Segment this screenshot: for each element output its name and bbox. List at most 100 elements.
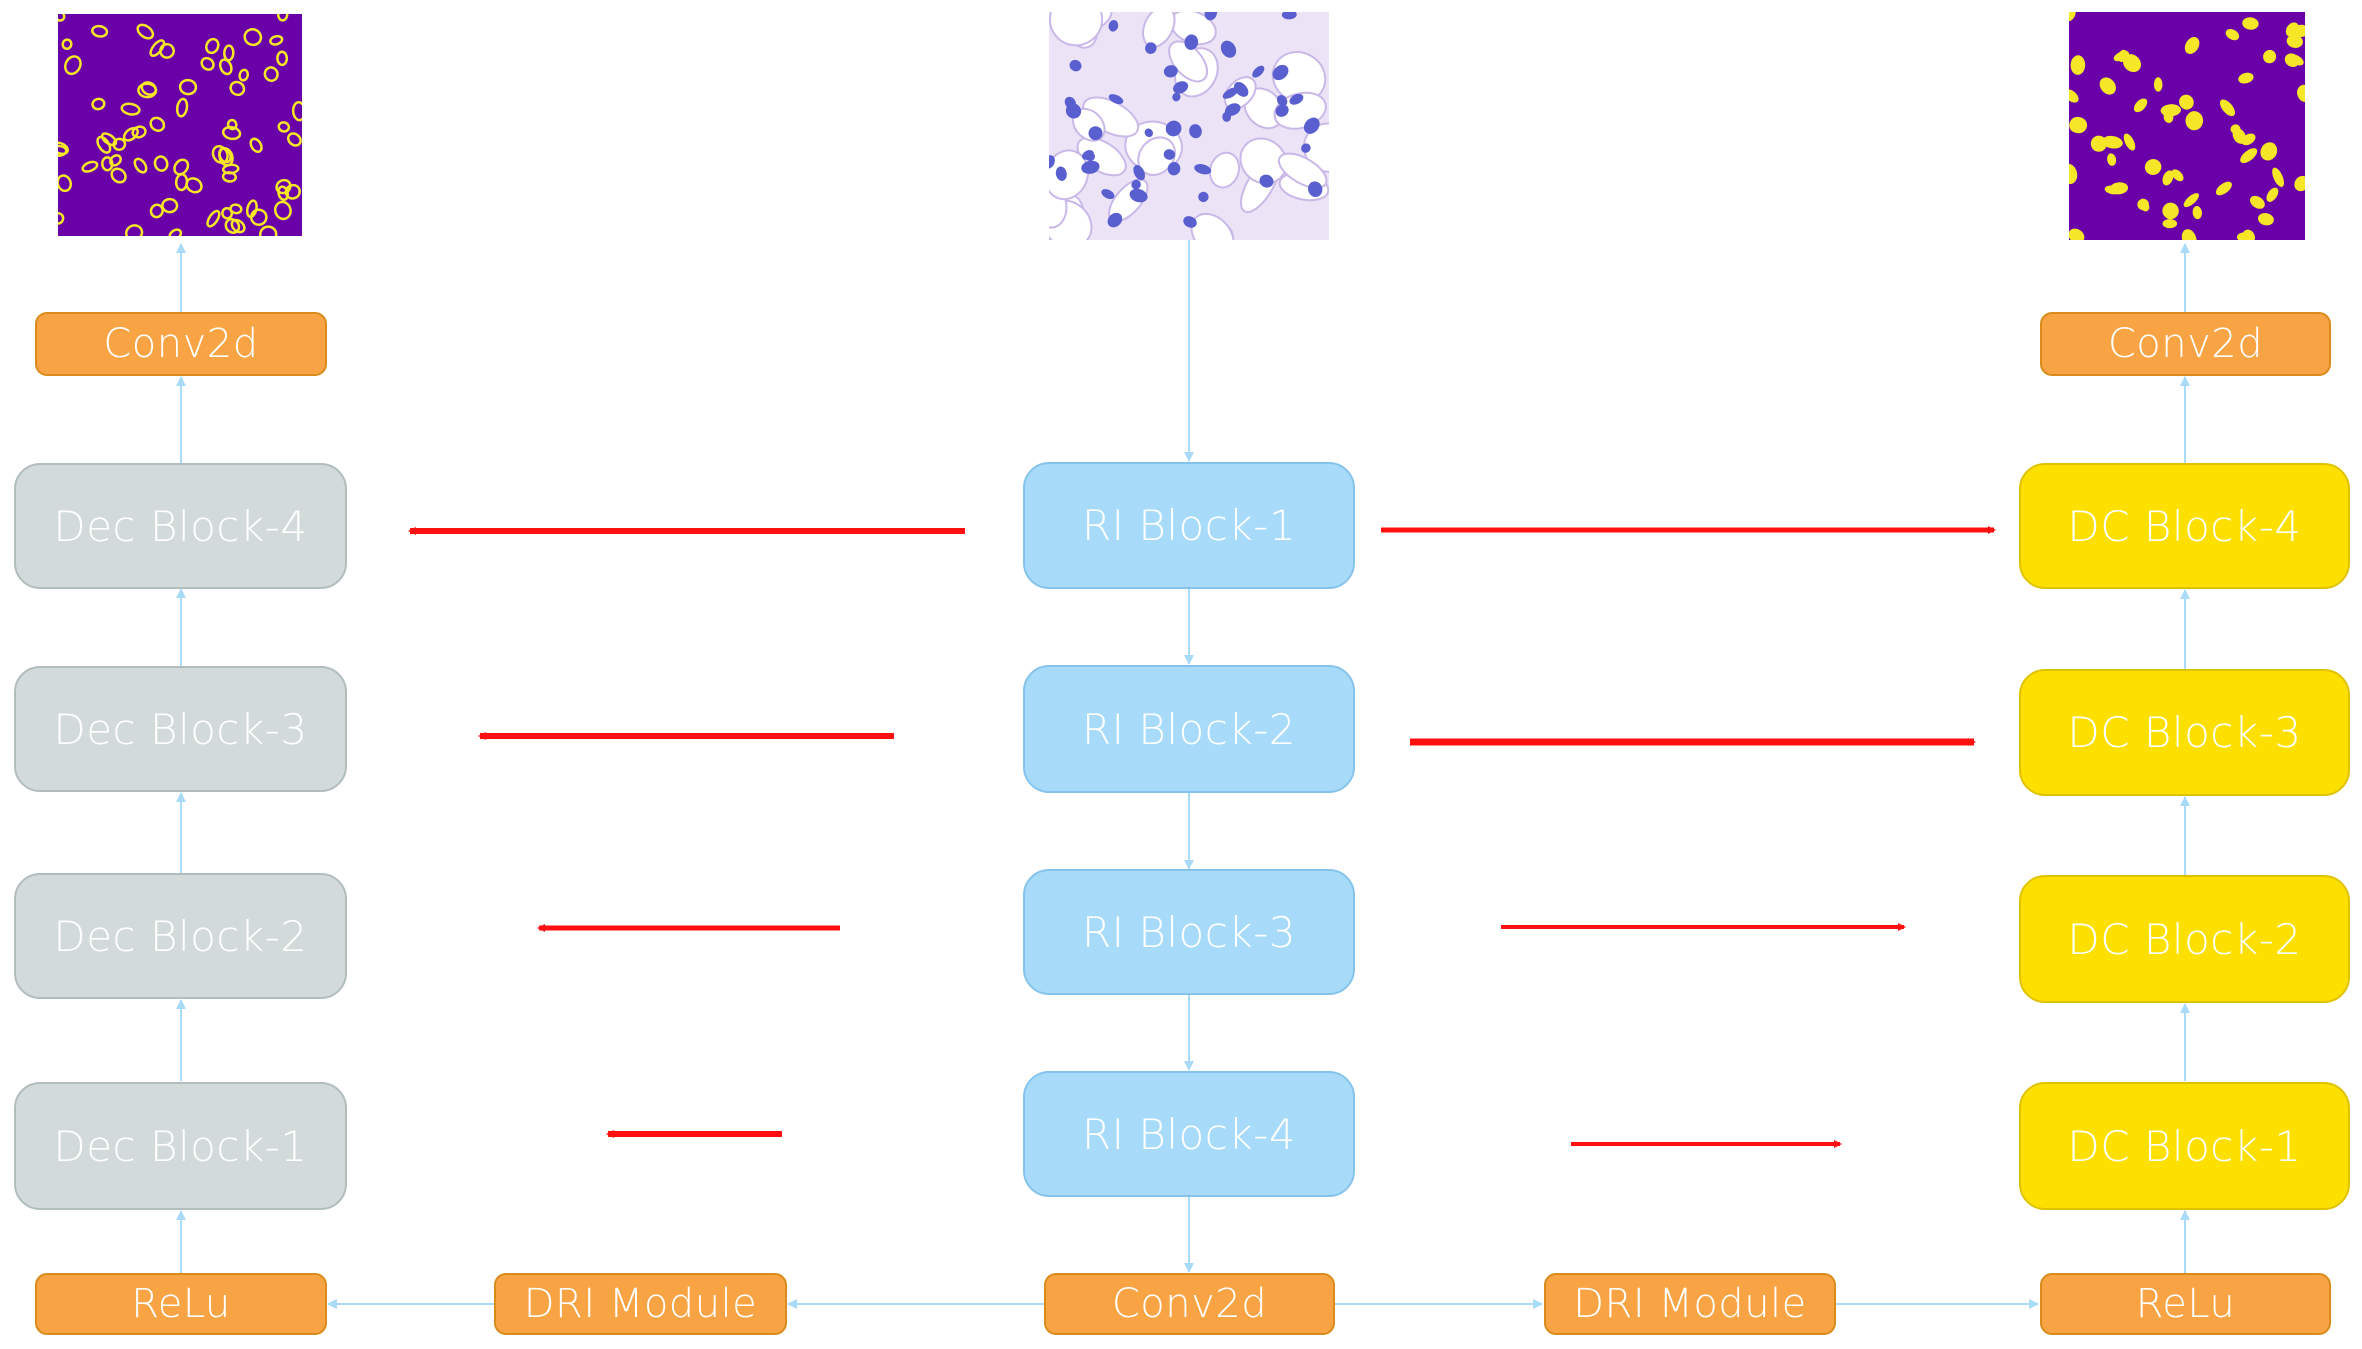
cell-nucleus: [1224, 103, 1241, 116]
nucleus-mask: [2219, 99, 2236, 117]
cell-nucleus: [1144, 128, 1154, 138]
nucleus-contour: [221, 125, 242, 141]
nucleus-mask: [2179, 94, 2194, 110]
nucleus-mask: [2099, 77, 2116, 95]
nucleus-contour: [131, 125, 147, 139]
nucleus-mask: [2104, 185, 2121, 195]
right-dri-module: DRI Module: [1544, 1273, 1836, 1335]
cell-nucleus: [1163, 65, 1178, 78]
nucleus-mask: [2183, 193, 2199, 208]
segmentation-mask-graphic: [2069, 12, 2305, 240]
cell-nucleus: [1049, 155, 1055, 169]
cell-nucleus: [1131, 179, 1141, 190]
cell-nucleus: [1107, 212, 1123, 228]
dec-block-3: Dec Block-3: [14, 666, 347, 792]
cell-nucleus: [1088, 126, 1103, 141]
dc-block-1: DC Block-1: [2019, 1082, 2350, 1210]
nucleus-contour: [277, 121, 291, 133]
cell-nucleus: [1234, 81, 1249, 97]
cell-nucleus: [1275, 104, 1289, 117]
nucleus-contour: [96, 135, 112, 154]
cell-nucleus: [1194, 164, 1212, 175]
nucleus-mask: [2257, 213, 2274, 226]
contour-output-image: [58, 14, 302, 236]
cell-nucleus: [1081, 160, 1100, 174]
nucleus-contour: [124, 224, 144, 236]
nucleus-contour: [173, 158, 190, 176]
nucleus-contour: [168, 228, 183, 236]
nucleus-mask: [2181, 229, 2197, 240]
nucleus-mask: [2285, 22, 2299, 37]
cell-nucleus: [1301, 143, 1311, 153]
cell-nucleus: [1204, 12, 1218, 21]
nucleus-contour: [221, 206, 234, 220]
nucleus-mask: [2106, 137, 2119, 147]
nucleus-contour: [229, 203, 243, 215]
cell-nucleus: [1259, 174, 1274, 188]
cell-nucleus: [1064, 96, 1076, 109]
nucleus-mask: [2069, 228, 2085, 240]
cell-nucleus: [1281, 12, 1297, 20]
nucleus-contour: [205, 37, 220, 55]
nucleus-mask: [2171, 169, 2184, 182]
nucleus-mask: [2069, 116, 2084, 133]
cell-nucleus: [1189, 124, 1202, 139]
nucleus-mask: [2266, 187, 2279, 202]
dc-block-4: DC Block-4: [2019, 463, 2350, 589]
nucleus-mask: [2297, 84, 2305, 102]
nucleus-mask: [2185, 111, 2204, 131]
nucleus-contour: [286, 132, 302, 147]
cell-nucleus: [1252, 65, 1265, 78]
nucleus-mask: [2263, 49, 2277, 64]
right-conv2d-op: Conv2d: [2040, 312, 2331, 376]
cell-nucleus: [1220, 40, 1237, 58]
nucleus-contour: [136, 23, 155, 40]
nucleus-contour: [249, 137, 263, 154]
left-conv2d-op: Conv2d: [35, 312, 327, 376]
nucleus-mask: [2144, 159, 2162, 175]
nucleus-mask: [2069, 89, 2079, 103]
nucleus-mask: [2069, 12, 2076, 22]
cell-nucleus: [1173, 81, 1189, 94]
cell-nucleus: [1167, 162, 1181, 176]
nucleus-mask: [2160, 104, 2181, 117]
nucleus-contour: [223, 44, 235, 62]
cell-nucleus: [1276, 95, 1288, 107]
nucleus-contour: [91, 97, 106, 111]
nucleus-mask: [2070, 55, 2086, 75]
cell-nucleus: [1308, 181, 1323, 198]
cell-nucleus: [1108, 94, 1124, 105]
histology-input-image: [1049, 12, 1329, 240]
cell-nucleus: [1198, 191, 1209, 203]
nucleus-mask: [2069, 163, 2078, 185]
nucleus-contour: [58, 141, 69, 156]
cell-nucleus: [1145, 42, 1157, 54]
nucleus-contour: [149, 203, 164, 219]
nucleus-contour: [238, 68, 250, 82]
cell-nucleus: [1133, 165, 1146, 181]
dc-block-2: DC Block-2: [2019, 875, 2350, 1003]
cell-nucleus: [1069, 59, 1082, 72]
nucleus-mask: [2123, 133, 2136, 151]
nucleus-contour: [91, 24, 109, 38]
nucleus-contour: [276, 50, 289, 67]
nucleus-contour: [178, 78, 198, 96]
cell-nucleus: [1055, 166, 1067, 181]
nucleus-contour: [120, 102, 141, 116]
nucleus-mask: [2184, 37, 2200, 54]
nucleus-mask: [2249, 195, 2265, 209]
nucleus-contour: [273, 200, 292, 221]
nucleus-mask: [2289, 54, 2304, 66]
cell-body: [1190, 212, 1235, 240]
nucleus-mask: [2225, 28, 2240, 41]
nucleus-mask: [2286, 34, 2303, 48]
cell-nucleus: [1101, 189, 1115, 200]
nucleus-mask: [2113, 50, 2130, 62]
nucleus-contour: [226, 118, 238, 131]
nucleus-contour: [243, 28, 263, 47]
nucleus-mask: [2294, 175, 2305, 192]
nucleus-contour: [174, 172, 189, 192]
cell-nucleus: [1272, 64, 1289, 81]
nucleus-mask: [2260, 142, 2278, 161]
cell-nucleus: [1183, 216, 1197, 228]
